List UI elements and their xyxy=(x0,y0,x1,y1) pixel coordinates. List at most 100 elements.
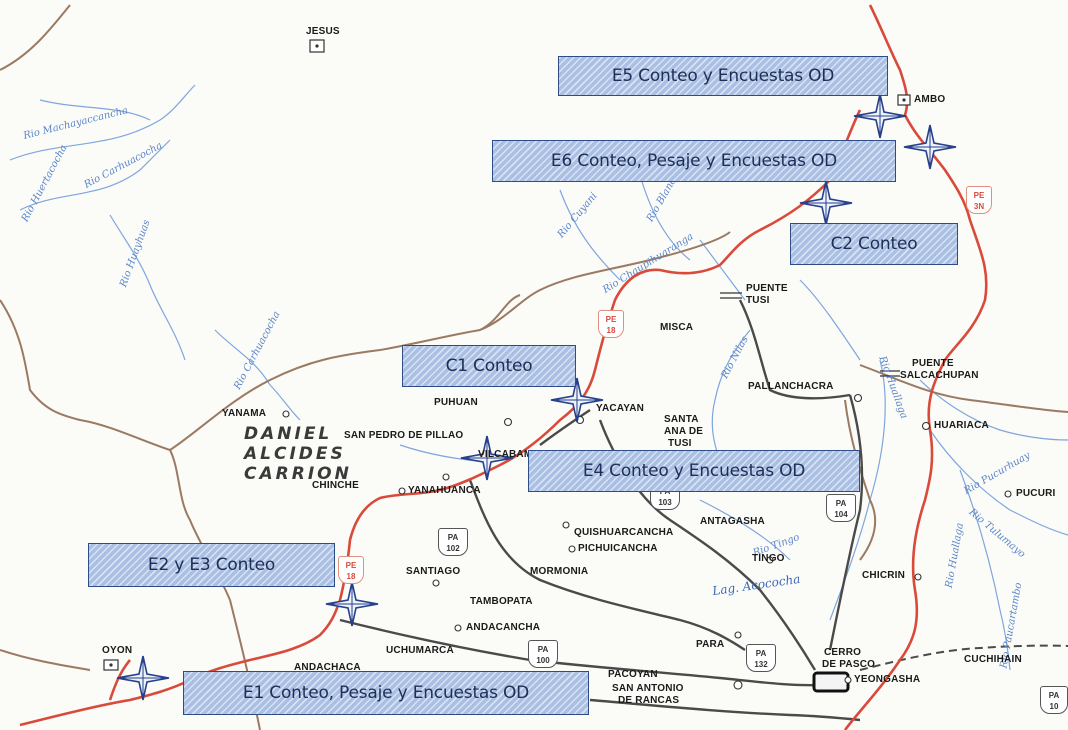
town-circle-icon xyxy=(853,393,863,403)
place-label: SANTA xyxy=(664,414,699,425)
callout-e5: E5 Conteo y Encuestas OD xyxy=(558,56,888,96)
town-circle-icon xyxy=(921,421,931,431)
place-label: UCHUMARCA xyxy=(386,645,454,656)
region-name-line: ALCIDES xyxy=(244,444,346,464)
shield-prefix: PA xyxy=(835,499,847,508)
shield-number: 18 xyxy=(346,572,356,581)
shield-number: 132 xyxy=(754,660,768,669)
place-label: YANAMA xyxy=(222,408,267,419)
region-name: DANIEL ALCIDES CARRION xyxy=(244,424,352,484)
boundary-line xyxy=(479,294,521,331)
place-label: PUENTE xyxy=(912,358,954,369)
town-circle-icon xyxy=(454,624,462,632)
road-line xyxy=(843,4,988,730)
town-circle-icon xyxy=(282,410,290,418)
place-label: TAMBOPATA xyxy=(470,596,533,607)
compass-star-icon xyxy=(325,581,379,627)
place-label: DE RANCAS xyxy=(618,695,680,706)
shield-number: 10 xyxy=(1049,702,1059,711)
shield-number: 3N xyxy=(973,202,985,211)
river-line xyxy=(711,329,751,461)
shield-prefix: PE xyxy=(345,561,357,570)
town-circle-icon xyxy=(432,579,440,587)
place-label: MORMONIA xyxy=(530,566,589,577)
town-circle-icon xyxy=(914,573,922,581)
place-label: HUARIACA xyxy=(934,420,989,431)
city-square-icon xyxy=(812,671,850,693)
route-shield: PA 102 xyxy=(438,528,468,556)
place-label: ANA DE xyxy=(664,426,704,437)
river-line xyxy=(19,139,171,211)
callout-c2: C2 Conteo xyxy=(790,223,958,265)
town-circle-icon xyxy=(568,545,576,553)
river-line xyxy=(699,499,791,561)
place-label: TINGO xyxy=(752,553,785,564)
river-line xyxy=(9,84,196,161)
region-name-line: CARRION xyxy=(244,464,352,484)
river-line xyxy=(929,429,1068,536)
road-line xyxy=(19,109,862,727)
river-line xyxy=(919,379,1068,441)
place-label: TUSI xyxy=(668,438,692,449)
compass-star-icon xyxy=(853,93,907,139)
shield-number: 102 xyxy=(446,544,460,553)
boundary-line xyxy=(0,299,231,601)
callout-e1: E1 Conteo, Pesaje y Encuestas OD xyxy=(183,671,589,715)
bridge-icon xyxy=(720,292,742,299)
shield-prefix: PE xyxy=(973,191,985,200)
town-circle-icon xyxy=(562,521,570,529)
place-label: PALLANCHACRA xyxy=(748,381,834,392)
river-line xyxy=(559,189,621,281)
place-label: SAN PEDRO DE PILLAO xyxy=(344,430,464,441)
town-circle-icon xyxy=(733,680,743,690)
bridge-icon xyxy=(880,370,900,377)
place-label: YEONGASHA xyxy=(854,674,921,685)
place-label: TUSI xyxy=(746,295,770,306)
place-label: DE PASCO xyxy=(822,659,876,670)
shield-prefix: PA xyxy=(755,649,767,658)
place-label: ANDACANCHA xyxy=(466,622,541,633)
compass-star-icon xyxy=(116,655,170,701)
bridge-icons xyxy=(720,292,900,377)
place-label: SALCACHUPAN xyxy=(900,370,979,381)
shield-number: 103 xyxy=(658,498,672,507)
place-label: AMBO xyxy=(914,94,946,105)
compass-star-icon xyxy=(460,435,514,481)
place-label: SAN ANTONIO xyxy=(612,683,684,694)
place-label: ANTAGASHA xyxy=(700,516,765,527)
river-line xyxy=(214,329,301,421)
town-circle-icon xyxy=(442,473,450,481)
boundary-line xyxy=(0,649,91,671)
callout-c1: C1 Conteo xyxy=(402,345,576,387)
road-line xyxy=(339,618,821,687)
place-label: YANAHUANCA xyxy=(408,485,481,496)
town-circle-icon xyxy=(844,676,852,684)
boundary-line xyxy=(0,4,71,71)
place-label: VILCABAMBA xyxy=(478,449,548,460)
boundary-line xyxy=(169,231,731,451)
road-line xyxy=(738,299,851,400)
road-line xyxy=(589,698,861,722)
place-label: CHICRIN xyxy=(862,570,906,581)
shield-prefix: PA xyxy=(537,645,549,654)
place-label: PUHUAN xyxy=(434,397,478,408)
boundary-line xyxy=(844,399,877,561)
callout-e6: E6 Conteo, Pesaje y Encuestas OD xyxy=(492,140,896,182)
region-name-line: DANIEL xyxy=(244,424,333,444)
station-markers xyxy=(116,93,957,701)
compass-star-icon xyxy=(903,124,957,170)
place-label: MISCA xyxy=(660,322,694,333)
town-circle-icon xyxy=(1004,490,1012,498)
place-label: CHINCHE xyxy=(312,480,359,491)
route-shield: PE 18 xyxy=(338,556,364,584)
shield-prefix: PA xyxy=(447,533,459,542)
place-label: JESUS xyxy=(306,26,340,37)
place-label: PICHUICANCHA xyxy=(578,543,658,554)
place-label: CUCHIHAIN xyxy=(964,654,1022,665)
road-line xyxy=(828,394,864,651)
